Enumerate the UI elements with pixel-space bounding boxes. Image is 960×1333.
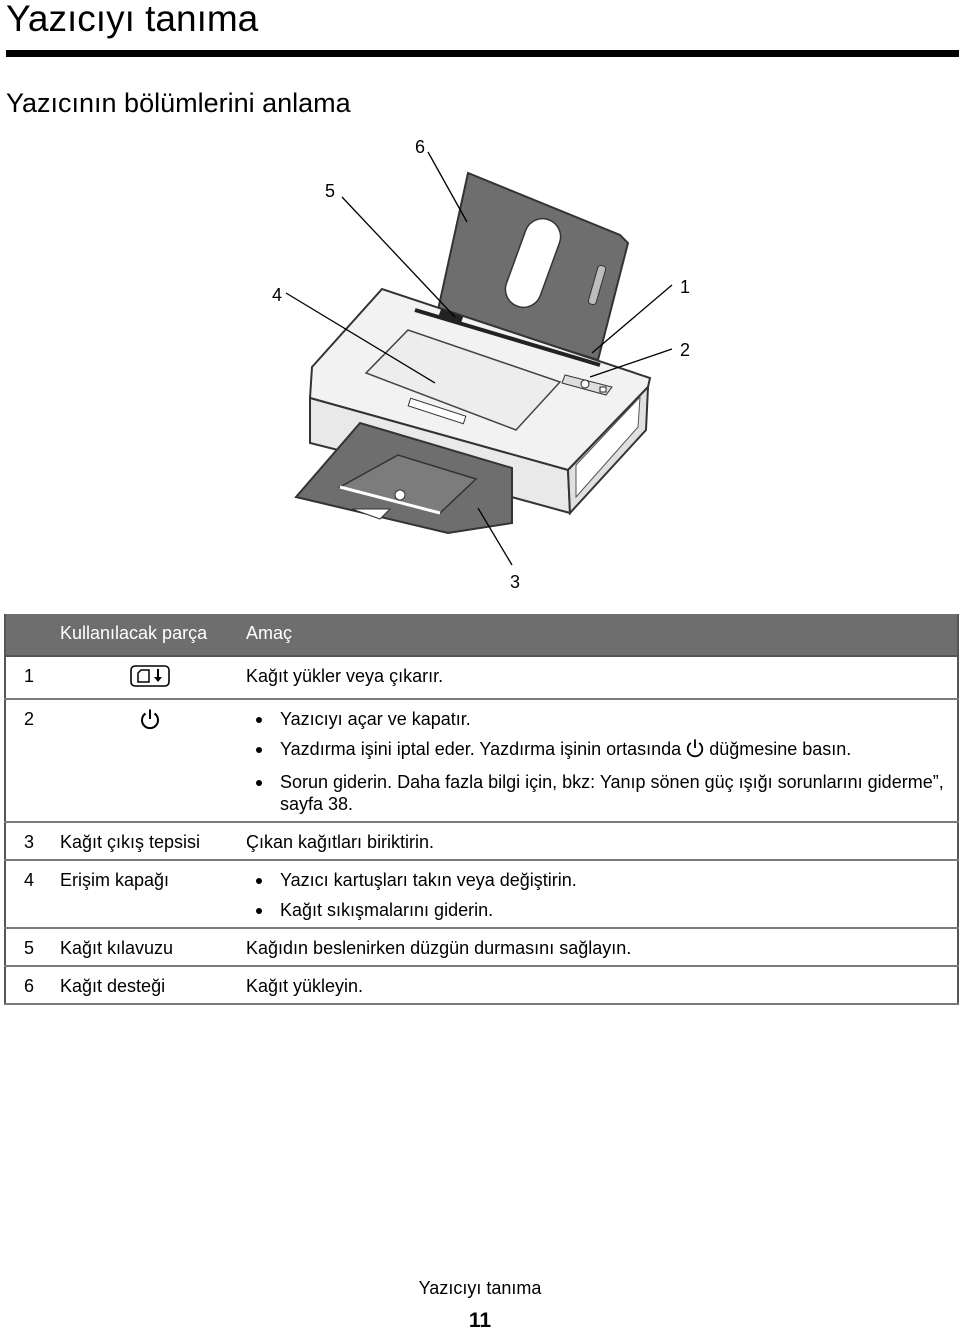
title-rule xyxy=(6,50,959,57)
row-number: 2 xyxy=(5,699,54,823)
table-header-row: Kullanılacak parça Amaç xyxy=(5,614,958,657)
paper-load-eject-icon xyxy=(60,665,240,692)
callout-3: 3 xyxy=(510,572,521,592)
power-icon xyxy=(60,708,240,735)
row-part: Erişim kapağı xyxy=(54,860,240,929)
access-cover xyxy=(364,329,562,431)
callout-1: 1 xyxy=(680,277,691,297)
row-part xyxy=(54,656,240,700)
table-row: 1 Kağıt yükler veya çıkarır. xyxy=(5,656,958,700)
row-number: 1 xyxy=(5,656,54,700)
printer-illustration xyxy=(285,151,673,566)
row-purpose: Çıkan kağıtları biriktirin. xyxy=(240,822,958,861)
row-purpose: Kağıdın beslenirken düzgün durmasını sağ… xyxy=(240,928,958,967)
bullet-item: Yazıcı kartuşları takın veya değiştirin. xyxy=(256,869,951,891)
bullet-text: Yazdırma işini iptal eder. Yazdırma işin… xyxy=(280,739,682,759)
callout-4: 4 xyxy=(272,285,283,305)
callout-5: 5 xyxy=(325,181,336,201)
row-purpose: Yazıcı kartuşları takın veya değiştirin.… xyxy=(240,860,958,929)
row-part: Kağıt kılavuzu xyxy=(54,928,240,967)
row-number: 6 xyxy=(5,966,54,1005)
page-title: Yazıcıyı tanıma xyxy=(6,0,259,39)
footer-title: Yazıcıyı tanıma xyxy=(418,1278,542,1298)
table-row: 2 Yazıcıyı açar ve kapatır. Yazdırma işi… xyxy=(5,699,958,823)
row-number: 5 xyxy=(5,928,54,967)
bullet-item: Yazdırma işini iptal eder. Yazdırma işin… xyxy=(256,738,951,763)
row-part xyxy=(54,699,240,823)
printer-figure: 6 5 4 1 2 3 xyxy=(0,125,960,605)
table-row: 5 Kağıt kılavuzu Kağıdın beslenirken düz… xyxy=(5,928,958,967)
callout-6: 6 xyxy=(415,137,426,157)
table-row: 6 Kağıt desteği Kağıt yükleyin. xyxy=(5,966,958,1005)
bullet-item: Kağıt sıkışmalarını giderin. xyxy=(256,899,951,921)
callout-2: 2 xyxy=(680,340,691,360)
row-number: 3 xyxy=(5,822,54,861)
section-title: Yazıcının bölümlerini anlama xyxy=(6,88,351,118)
row-part: Kağıt çıkış tepsisi xyxy=(54,822,240,861)
row-purpose: Kağıt yükler veya çıkarır. xyxy=(240,656,958,700)
parts-table: Kullanılacak parça Amaç 1 Kağıt yükler v… xyxy=(4,614,959,1005)
table-row: 4 Erişim kapağı Yazıcı kartuşları takın … xyxy=(5,860,958,929)
row-part: Kağıt desteği xyxy=(54,966,240,1005)
bullet-item: Sorun giderin. Daha fazla bilgi için, bk… xyxy=(256,771,951,815)
purpose-bullets: Yazıcıyı açar ve kapatır. Yazdırma işini… xyxy=(246,708,951,815)
row-purpose: Yazıcıyı açar ve kapatır. Yazdırma işini… xyxy=(240,699,958,823)
bullet-text: düğmesine basın. xyxy=(709,739,852,759)
header-part: Kullanılacak parça xyxy=(54,614,240,657)
header-number xyxy=(5,614,54,657)
table-row: 3 Kağıt çıkış tepsisi Çıkan kağıtları bi… xyxy=(5,822,958,861)
bullet-item: Yazıcıyı açar ve kapatır. xyxy=(256,708,951,730)
row-number: 4 xyxy=(5,860,54,929)
header-purpose: Amaç xyxy=(240,614,958,657)
page-number: 11 xyxy=(468,1309,492,1332)
purpose-bullets: Yazıcı kartuşları takın veya değiştirin.… xyxy=(246,869,951,921)
row-purpose: Kağıt yükleyin. xyxy=(240,966,958,1005)
power-icon xyxy=(685,738,705,763)
